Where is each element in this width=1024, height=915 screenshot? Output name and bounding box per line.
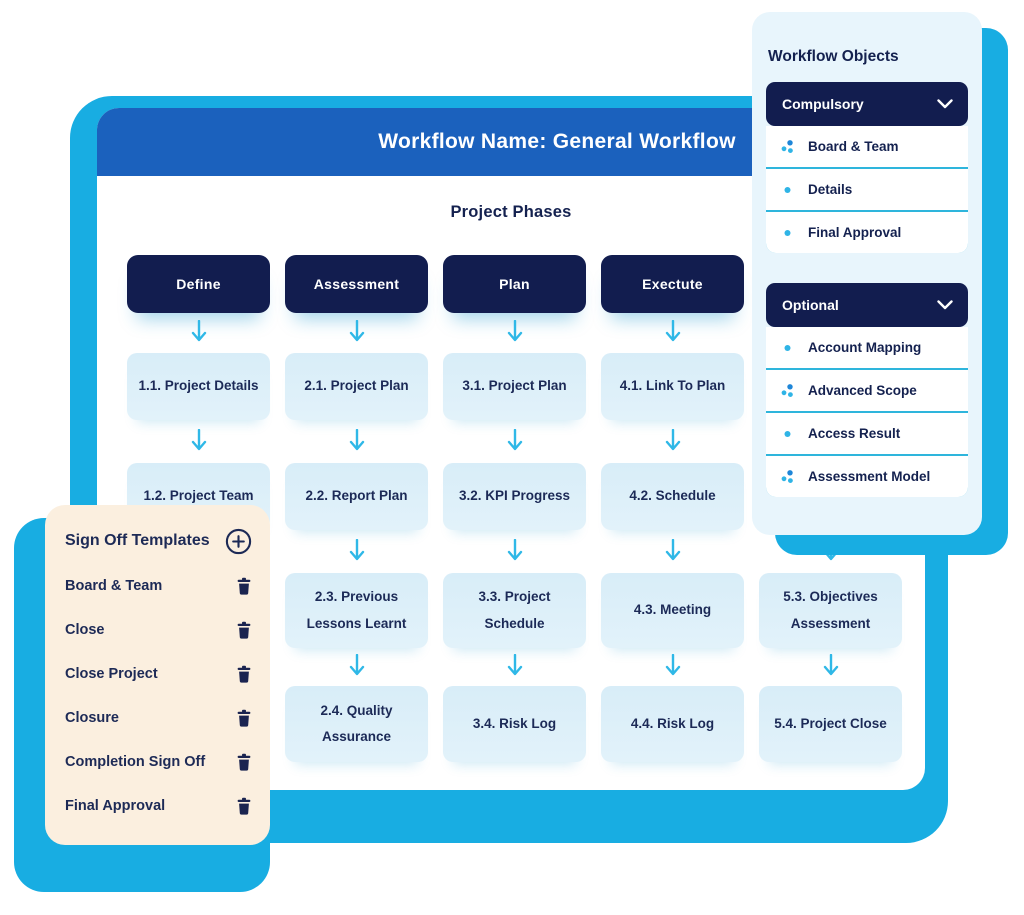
step-cell[interactable]: 2.2. Report Plan	[285, 463, 428, 530]
dot-icon	[766, 426, 808, 441]
object-item[interactable]: Access Result	[766, 413, 968, 454]
template-item[interactable]: Board & Team	[65, 564, 252, 608]
step-cell[interactable]: 2.4. Quality Assurance	[285, 686, 428, 762]
workflow-objects-title: Workflow Objects	[768, 48, 899, 65]
object-item-label: Assessment Model	[808, 469, 931, 484]
step-cell[interactable]: 4.3. Meeting	[601, 573, 744, 648]
chevron-down-icon	[937, 300, 953, 310]
step-cell[interactable]: 3.4. Risk Log	[443, 686, 586, 762]
delete-icon[interactable]	[236, 577, 252, 595]
workflow-objects-panel: Workflow Objects Compulsory Board & Team…	[752, 12, 982, 535]
object-item-label: Details	[808, 182, 853, 197]
step-cell[interactable]: 4.2. Schedule	[601, 463, 744, 530]
dot-icon	[766, 340, 808, 355]
template-item[interactable]: Closure	[65, 696, 252, 740]
team-dots-icon	[766, 139, 808, 154]
step-cell[interactable]: 3.3. Project Schedule	[443, 573, 586, 648]
template-item-label: Close Project	[65, 666, 158, 682]
object-item[interactable]: Board & Team	[766, 126, 968, 167]
object-item-label: Account Mapping	[808, 340, 922, 355]
object-item[interactable]: Details	[766, 169, 968, 210]
add-template-button[interactable]	[225, 528, 252, 555]
down-arrow-icon	[127, 420, 270, 463]
chevron-down-icon	[937, 99, 953, 109]
down-arrow-icon	[285, 313, 428, 353]
step-cell[interactable]: 5.4. Project Close	[759, 686, 902, 762]
down-arrow-icon	[285, 648, 428, 686]
down-arrow-icon	[601, 530, 744, 573]
down-arrow-icon	[443, 648, 586, 686]
down-arrow-icon	[443, 313, 586, 353]
group-header-compulsory[interactable]: Compulsory	[766, 82, 968, 126]
dot-icon	[766, 225, 808, 240]
down-arrow-icon	[443, 420, 586, 463]
sign-off-title: Sign Off Templates	[65, 532, 210, 549]
team-dots-icon	[766, 383, 808, 398]
down-arrow-icon	[285, 530, 428, 573]
template-item[interactable]: Completion Sign Off	[65, 740, 252, 784]
template-item-label: Board & Team	[65, 578, 163, 594]
step-cell[interactable]: 2.3. Previous Lessons Learnt	[285, 573, 428, 648]
object-item[interactable]: Advanced Scope	[766, 370, 968, 411]
delete-icon[interactable]	[236, 709, 252, 727]
group-label: Compulsory	[782, 96, 864, 112]
project-phases-title: Project Phases	[450, 203, 572, 221]
step-cell[interactable]: 3.1. Project Plan	[443, 353, 586, 420]
optional-items: Account Mapping Advanced Scope Access Re…	[766, 327, 968, 497]
template-item-label: Completion Sign Off	[65, 754, 206, 770]
delete-icon[interactable]	[236, 797, 252, 815]
down-arrow-icon	[759, 648, 902, 686]
step-cell[interactable]: 5.3. Objectives Assessment	[759, 573, 902, 648]
template-item-label: Close	[65, 622, 105, 638]
sign-off-list: Board & Team Close Close Project Closure…	[65, 564, 252, 828]
object-item-label: Board & Team	[808, 139, 899, 154]
step-cell[interactable]: 4.1. Link To Plan	[601, 353, 744, 420]
object-item-label: Final Approval	[808, 225, 902, 240]
compulsory-items: Board & Team Details Final Approval	[766, 126, 968, 253]
phase-header-define[interactable]: Define	[127, 255, 270, 313]
template-item-label: Closure	[65, 710, 119, 726]
dot-icon	[766, 182, 808, 197]
step-cell[interactable]: 1.1. Project Details	[127, 353, 270, 420]
template-item[interactable]: Close Project	[65, 652, 252, 696]
workflow-title: Workflow Name: General Workflow	[378, 130, 736, 153]
step-cell[interactable]: 3.2. KPI Progress	[443, 463, 586, 530]
group-label: Optional	[782, 297, 839, 313]
step-cell[interactable]: 2.1. Project Plan	[285, 353, 428, 420]
down-arrow-icon	[601, 648, 744, 686]
team-dots-icon	[766, 469, 808, 484]
object-item[interactable]: Final Approval	[766, 212, 968, 253]
phase-header-plan[interactable]: Plan	[443, 255, 586, 313]
down-arrow-icon	[443, 530, 586, 573]
group-header-optional[interactable]: Optional	[766, 283, 968, 327]
object-item-label: Advanced Scope	[808, 383, 917, 398]
phase-grid: Define 1.1. Project Details 1.2. Project…	[127, 255, 902, 762]
object-item-label: Access Result	[808, 426, 901, 441]
delete-icon[interactable]	[236, 753, 252, 771]
template-item[interactable]: Final Approval	[65, 784, 252, 828]
phase-header-assessment[interactable]: Assessment	[285, 255, 428, 313]
template-item[interactable]: Close	[65, 608, 252, 652]
down-arrow-icon	[127, 313, 270, 353]
delete-icon[interactable]	[236, 621, 252, 639]
step-cell[interactable]: 4.4. Risk Log	[601, 686, 744, 762]
down-arrow-icon	[601, 313, 744, 353]
delete-icon[interactable]	[236, 665, 252, 683]
object-item[interactable]: Assessment Model	[766, 456, 968, 497]
object-item[interactable]: Account Mapping	[766, 327, 968, 368]
sign-off-panel: Sign Off Templates Board & Team Close Cl…	[45, 505, 270, 845]
template-item-label: Final Approval	[65, 798, 166, 814]
phase-header-exectute[interactable]: Exectute	[601, 255, 744, 313]
down-arrow-icon	[285, 420, 428, 463]
down-arrow-icon	[601, 420, 744, 463]
